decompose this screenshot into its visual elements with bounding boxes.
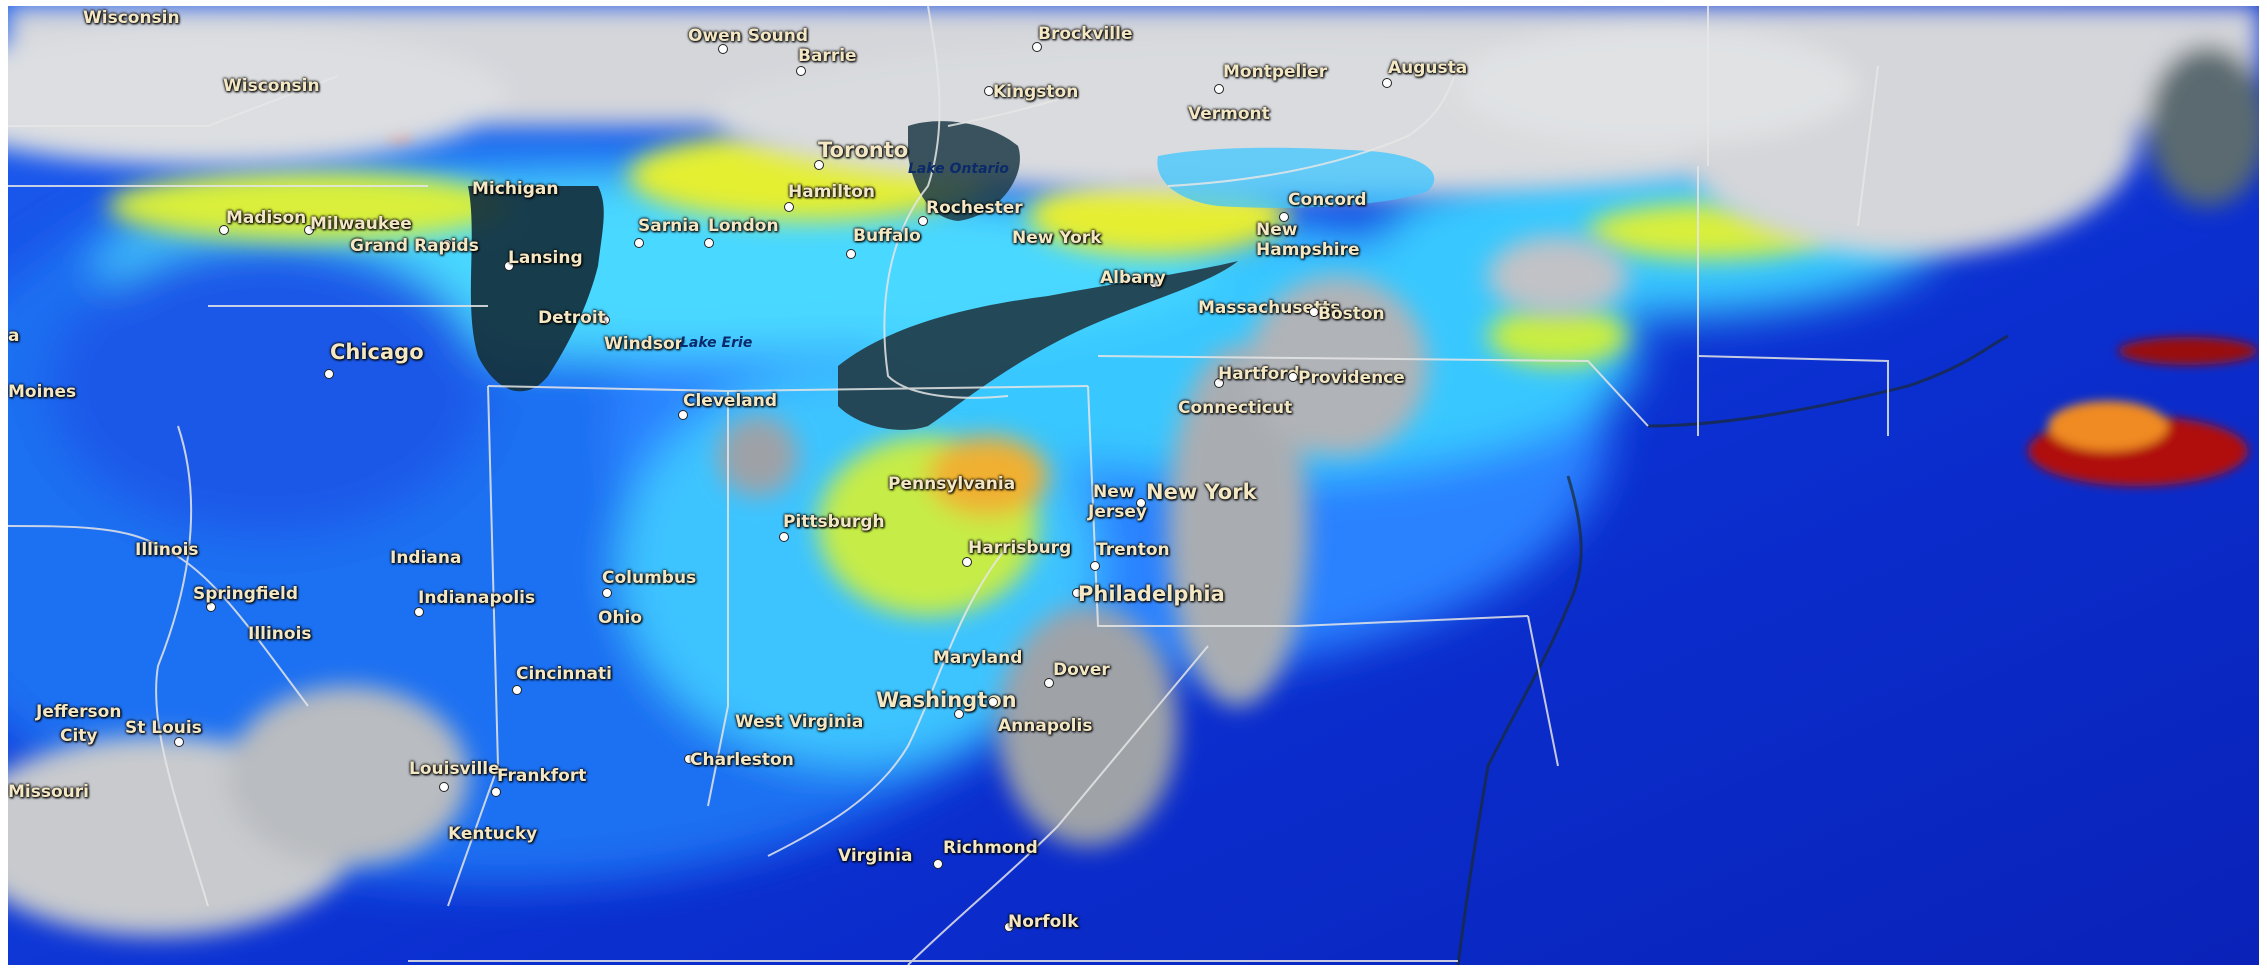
cloud-cover xyxy=(8,6,2259,936)
aerosol-yellow xyxy=(108,131,1828,616)
coastlines xyxy=(1456,334,2009,965)
lake-michigan xyxy=(468,186,604,392)
lake-ontario xyxy=(1157,147,1435,208)
map-imagery xyxy=(8,6,2259,965)
borders xyxy=(8,6,1889,965)
lake-huron xyxy=(908,121,1020,221)
aerosol-red xyxy=(384,126,2258,486)
